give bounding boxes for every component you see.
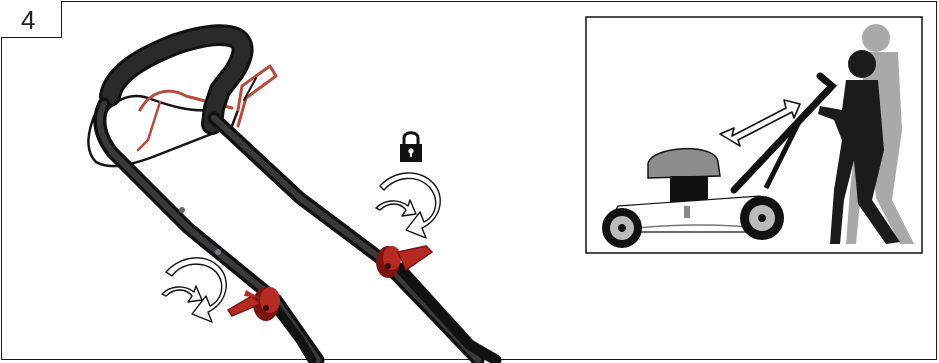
double-arrow-icon [719,99,801,147]
lawn-mower [602,72,838,248]
lock-icon [400,131,422,162]
rotate-arrow-icon-upper [375,172,441,239]
handle-screws [179,207,221,255]
step-number-box: 4 [1,1,62,38]
step-number: 4 [21,5,36,35]
handle-knob-left [226,287,280,321]
handle-knob-right [376,245,434,278]
rotate-arrow-icon-lower [161,257,227,323]
person-front [818,50,900,244]
